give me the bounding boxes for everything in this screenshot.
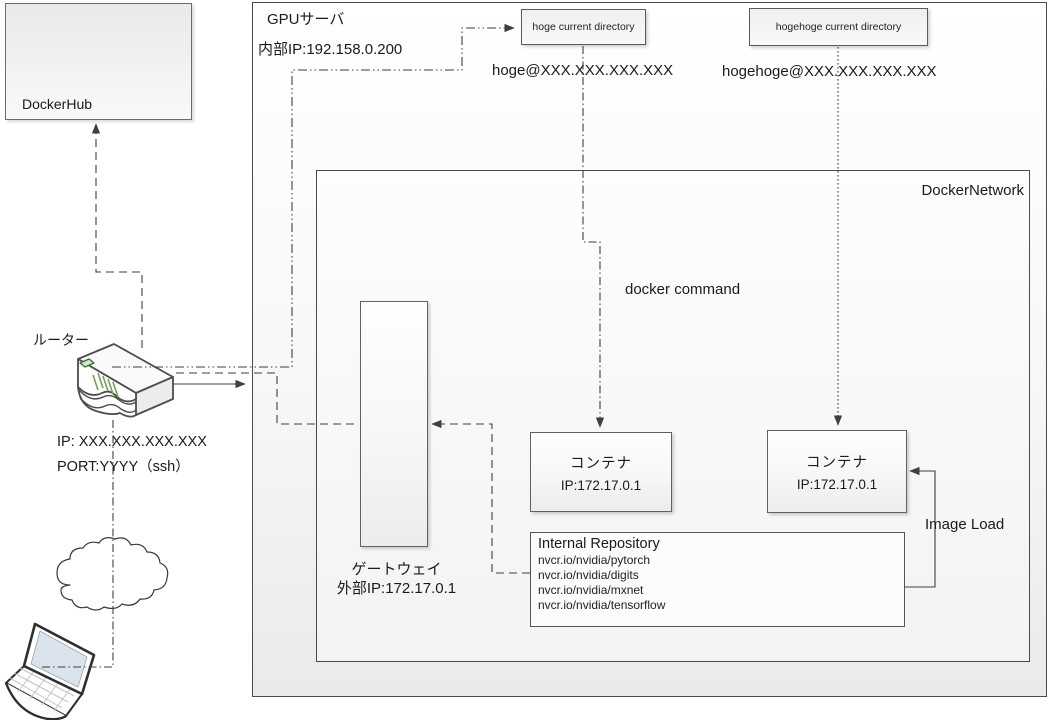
internet-cloud-icon <box>56 537 169 611</box>
gateway-title: ゲートウェイ <box>351 561 442 578</box>
container-1-box: コンテナ IP:172.17.0.1 <box>530 432 672 512</box>
ssh-to-hoge-directory-line <box>112 23 515 368</box>
router-label: ルーター <box>33 332 89 348</box>
gateway-label-group: ゲートウェイ 外部IP:172.17.0.1 <box>319 560 474 598</box>
gpu-server-title: GPUサーバ <box>267 11 345 28</box>
hoge-current-directory-box: hoge current directory <box>521 9 646 45</box>
gateway-external-ip: 外部IP:172.17.0.1 <box>336 580 457 597</box>
gateway-box <box>360 301 428 547</box>
internal-repository-box: Internal Repository nvcr.io/nvidia/pytor… <box>530 532 905 627</box>
hoge-docker-command-line <box>582 46 605 428</box>
container-2-title: コンテナ <box>806 455 868 471</box>
router-led-icon <box>79 358 95 368</box>
docker-command-label: docker command <box>625 281 741 298</box>
image-load-line <box>905 466 936 588</box>
router-port-label: PORT:YYYY（ssh） <box>57 459 190 475</box>
router-to-gateway-line <box>176 372 358 425</box>
repository-item: nvcr.io/nvidia/mxnet <box>538 583 644 597</box>
hoge-current-directory-label: hoge current directory <box>532 21 635 33</box>
repository-item: nvcr.io/nvidia/digits <box>538 568 639 582</box>
hogehoge-current-directory-label: hogehoge current directory <box>775 21 902 33</box>
router-signal-ticks-icon <box>92 372 119 398</box>
dockerhub-label: DockerHub <box>22 96 93 112</box>
internal-repository-title: Internal Repository <box>538 536 660 552</box>
router-to-laptop-line <box>42 420 114 668</box>
router-to-dockerhub-line <box>91 123 143 348</box>
hogehoge-current-directory-box: hogehoge current directory <box>749 8 928 46</box>
container-2-ip: IP:172.17.0.1 <box>796 477 878 492</box>
repository-to-gateway-line <box>431 419 530 574</box>
gpu-server-internal-ip: 内部IP:192.158.0.200 <box>258 41 403 58</box>
docker-network-label: DockerNetwork <box>921 182 1024 199</box>
container-1-title: コンテナ <box>570 455 632 472</box>
laptop-icon <box>4 622 96 720</box>
router-ip-label: IP: XXX.XXX.XXX.XXX <box>57 434 207 450</box>
repository-item: nvcr.io/nvidia/pytorch <box>538 553 651 567</box>
router-icon <box>77 343 174 418</box>
container-1-ip: IP:172.17.0.1 <box>560 477 642 493</box>
dockerhub-box: DockerHub <box>5 3 192 120</box>
image-load-label: Image Load <box>925 516 1005 533</box>
container-2-box: コンテナ IP:172.17.0.1 <box>767 430 907 513</box>
hogehoge-user-label: hogehoge@XXX.XXX.XXX.XXX <box>722 63 937 80</box>
repository-item: nvcr.io/nvidia/tensorflow <box>538 598 666 612</box>
hoge-user-label: hoge@XXX.XXX.XXX.XXX <box>492 62 674 79</box>
